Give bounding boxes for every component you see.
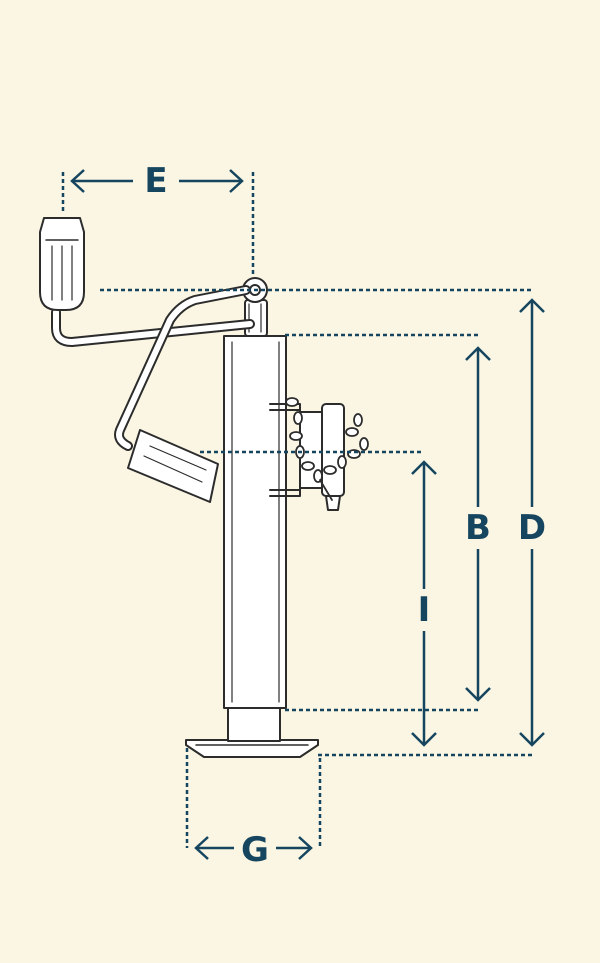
dimension-label-g: G — [241, 830, 269, 870]
crank-handle-folded — [114, 285, 251, 503]
dimension-label-i: I — [417, 589, 431, 631]
outer-tube — [223, 335, 287, 709]
dimension-lines — [61, 169, 545, 860]
inner-tube — [227, 707, 281, 742]
dimension-label-e: E — [144, 161, 168, 201]
foot-plate — [185, 739, 319, 758]
dimension-label-b: B — [465, 507, 491, 549]
dimension-label-d: D — [517, 507, 547, 549]
crank-handle-upper — [39, 217, 255, 347]
